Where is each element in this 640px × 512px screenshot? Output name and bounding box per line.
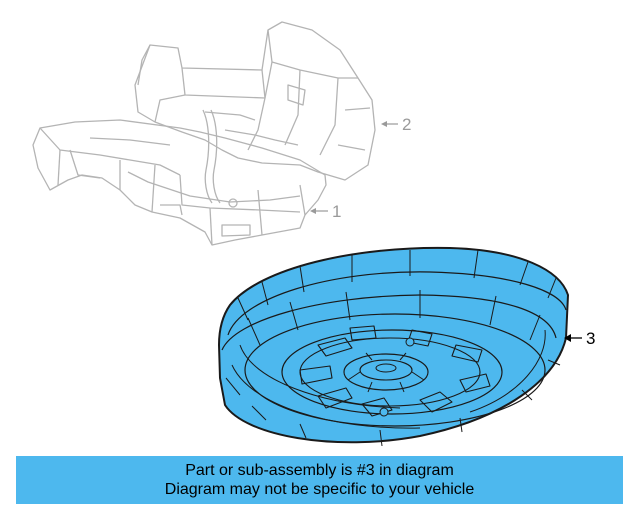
lower-tray-part-1 [32, 109, 327, 246]
info-banner: Part or sub-assembly is #3 in diagram Di… [16, 456, 623, 504]
callout-1-label: 1 [332, 202, 341, 221]
tire-body [218, 246, 569, 444]
spare-wheel-part-3 [218, 246, 569, 447]
upper-tray-part-2 [134, 21, 376, 181]
callout-2: 2 [381, 115, 411, 134]
callout-1: 1 [310, 202, 341, 221]
callout-3-label: 3 [586, 329, 595, 348]
callout-3: 3 [564, 329, 595, 348]
storage-tray-assembly [32, 21, 376, 246]
banner-line-1: Part or sub-assembly is #3 in diagram [185, 462, 454, 479]
callout-2-label: 2 [402, 115, 411, 134]
banner-line-2: Diagram may not be specific to your vehi… [164, 481, 475, 498]
